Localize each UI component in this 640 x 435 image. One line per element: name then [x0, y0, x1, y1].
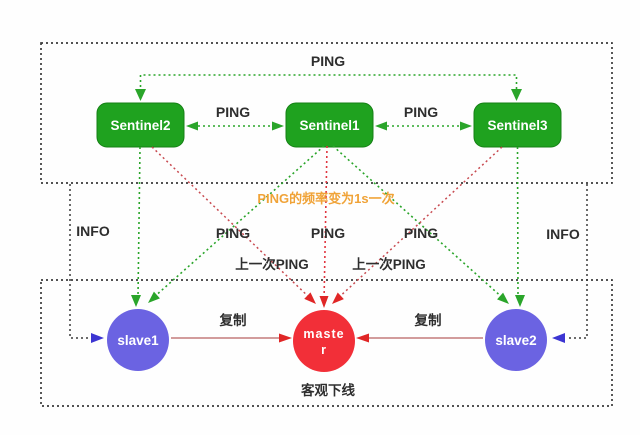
- arrow-down-into-sentinel2: [135, 89, 146, 101]
- arrow-into-slave2-diag: [497, 292, 509, 304]
- arrow-down-into-sentinel3: [511, 89, 522, 101]
- ping-top-label: PING: [311, 53, 345, 69]
- arrow-into-slave2: [515, 295, 525, 307]
- ping-label-left: PING: [216, 225, 250, 241]
- replicate-right-label: 复制: [414, 312, 442, 328]
- monitor-line-s1-slave2: [332, 145, 509, 304]
- sentinel1-box: [285, 102, 374, 148]
- ping-pair-left-label: PING: [216, 104, 250, 120]
- replicate-link-slave1-master: 复制: [171, 312, 292, 343]
- arrow-into-slave2-info: [552, 333, 565, 343]
- info-left-label: INFO: [76, 223, 110, 239]
- info-line-right: INFO: [546, 184, 588, 343]
- arrow-into-master-right: [332, 292, 344, 304]
- slave2-circle: [485, 309, 547, 371]
- arrow-replicate-into-master-right: [356, 333, 369, 343]
- ping-link-s2-s1: PING: [186, 104, 284, 131]
- arrow-into-sentinel1: [375, 121, 387, 131]
- last-ping-label-left: 上一次PING: [235, 256, 309, 272]
- server-group-box: [40, 279, 613, 407]
- replicate-left-label: 复制: [219, 312, 247, 328]
- slave1-label: slave1: [117, 333, 159, 348]
- arrow-into-slave1: [131, 295, 141, 307]
- arrow-into-slave1-diag: [148, 291, 160, 303]
- sentinel3-node: Sentinel3: [473, 102, 562, 148]
- monitor-line-s1-master: [319, 145, 329, 308]
- slave2-node: slave2: [485, 309, 547, 371]
- sentinel2-box: [96, 102, 185, 148]
- ping-label-center: PING: [311, 225, 345, 241]
- arrow-replicate-into-master-left: [279, 333, 292, 343]
- sentinel2-node: Sentinel2: [96, 102, 185, 148]
- master-label-line2: r: [321, 343, 327, 357]
- last-ping-label-right: 上一次PING: [352, 256, 426, 272]
- monitor-line-s2-master: [151, 146, 316, 304]
- sentinel1-node: Sentinel1: [285, 102, 374, 148]
- ping-label-right: PING: [404, 225, 438, 241]
- slave2-label: slave2: [495, 333, 536, 348]
- arrow-into-sentinel2: [186, 121, 198, 131]
- ping-pair-right-label: PING: [404, 104, 438, 120]
- arrow-into-slave1-info: [91, 333, 104, 343]
- arrow-into-sentinel3: [460, 121, 472, 131]
- slave1-circle: [107, 309, 169, 371]
- ping-frequency-note: PING的频率变为1s一次: [257, 191, 394, 206]
- monitor-line-s2-slave1: [131, 146, 141, 307]
- ping-link-s1-s3: PING: [375, 104, 472, 131]
- sentinel-group-box: [40, 42, 613, 184]
- info-right-label: INFO: [546, 226, 580, 242]
- sentinel3-label: Sentinel3: [487, 118, 548, 133]
- master-label-line1: maste: [303, 327, 344, 341]
- info-line-left: INFO: [69, 184, 110, 343]
- arrow-into-master-left: [304, 292, 316, 304]
- sentinel1-label: Sentinel1: [299, 118, 360, 133]
- arrow-into-sentinel1: [272, 121, 284, 131]
- sentinel2-label: Sentinel2: [110, 118, 170, 133]
- monitor-line-s1-slave1: [148, 145, 325, 303]
- slave1-node: slave1: [107, 309, 169, 371]
- objective-offline-label: 客观下线: [300, 382, 355, 398]
- ping-loop-s2-s3: PING: [135, 53, 522, 101]
- monitor-line-s3-slave2: [515, 146, 525, 307]
- master-node: maste r: [293, 310, 355, 372]
- replicate-link-slave2-master: 复制: [356, 312, 483, 343]
- monitor-line-s3-master: [332, 146, 503, 304]
- arrow-into-master-center: [319, 296, 329, 308]
- master-circle: [293, 310, 355, 372]
